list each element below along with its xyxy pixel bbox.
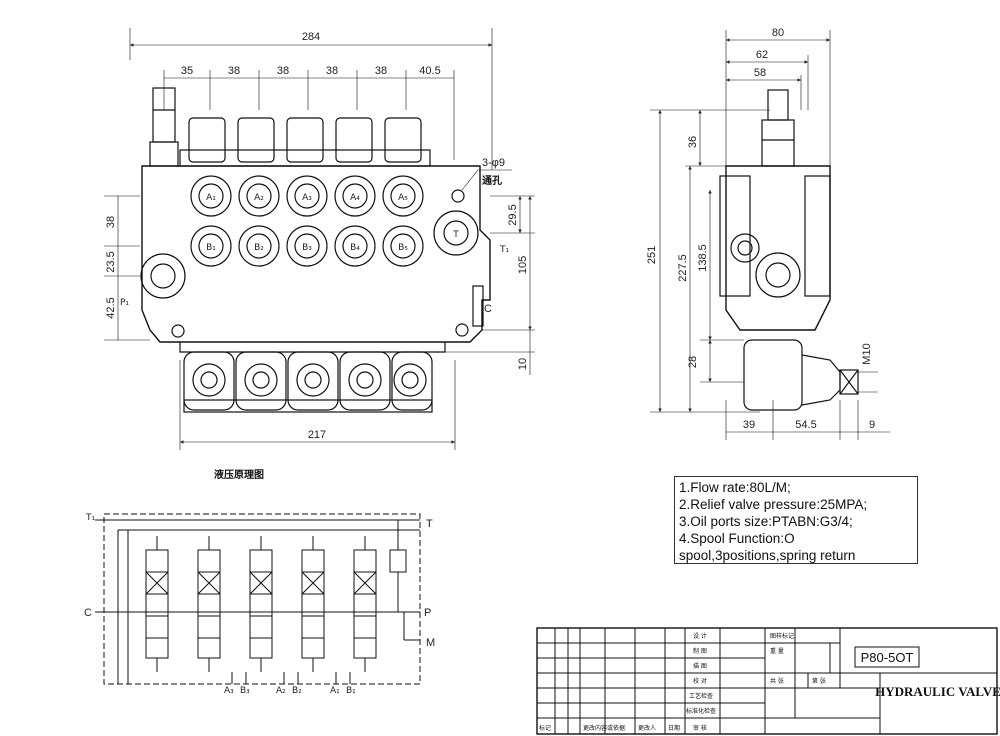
tb-check: 校 对 — [693, 677, 707, 685]
dim-right-1: 29.5 — [507, 204, 519, 225]
port-b2-label: B₂ — [254, 243, 264, 253]
tb-process: 工艺检查 — [689, 692, 713, 700]
schematic-m-label: M — [426, 637, 435, 649]
dim-left-2: 23.5 — [105, 251, 117, 272]
dim-side-39: 39 — [743, 419, 755, 431]
port-b5-label: B₅ — [398, 243, 408, 253]
schematic-title: 液压原理图 — [214, 468, 264, 481]
dim-side-138: 138.5 — [697, 244, 709, 272]
side-view — [650, 30, 890, 440]
tb-total-label: 共 张 — [770, 677, 784, 685]
port-b3-label: B₃ — [302, 243, 312, 253]
dim-side-m10: M10 — [861, 343, 873, 364]
dim-segment-2: 38 — [228, 65, 240, 77]
dim-side-62: 62 — [756, 49, 768, 61]
dim-segment-6: 40.5 — [419, 65, 440, 77]
tb-review: 审 核 — [693, 724, 707, 732]
schematic-a1-label: A₁ — [330, 686, 340, 696]
spec-line-5: spool,3positions,spring return — [679, 548, 856, 563]
dim-side-36: 36 — [687, 136, 699, 148]
tb-standard: 标准化检查 — [686, 707, 716, 715]
port-a1-label: A₁ — [206, 193, 216, 203]
dim-side-28: 28 — [687, 356, 699, 368]
tb-design: 设 计 — [693, 632, 707, 640]
dim-left-3: 42.5 — [105, 297, 117, 318]
dim-side-54: 54.5 — [795, 419, 816, 431]
tb-weight-label: 重 量 — [770, 647, 784, 655]
spec-line-3: 3.Oil ports size:PTABN:G3/4; — [679, 514, 853, 529]
dim-segment-3: 38 — [277, 65, 289, 77]
tb-sheet-label: 第 张 — [812, 677, 826, 685]
dim-side-80: 80 — [772, 27, 784, 39]
dim-side-251: 251 — [646, 246, 658, 264]
hydraulic-schematic — [95, 513, 421, 685]
port-c-label: C — [484, 303, 492, 315]
dim-right-3: 10 — [517, 358, 529, 370]
title-block-labels: 设 计 制 图 描 图 校 对 工艺检查 标准化检查 标记 更改内容或依据 更改… — [539, 632, 1000, 732]
schematic-b2-label: B₂ — [292, 686, 302, 696]
port-t1-label: T₁ — [499, 245, 509, 255]
dim-side-227: 227.5 — [677, 254, 689, 282]
port-a5-label: A₅ — [398, 193, 408, 203]
schematic-b1-label: B₁ — [346, 686, 356, 696]
schematic-a3-label: A₃ — [224, 686, 234, 696]
dim-segment-5: 38 — [375, 65, 387, 77]
schematic-p-label: P — [424, 607, 431, 619]
hole-note: 3-φ9 — [482, 157, 505, 169]
port-a3-label: A₃ — [302, 193, 312, 203]
dim-side-58: 58 — [754, 67, 766, 79]
tb-mark: 标记 — [539, 724, 551, 732]
schematic-c-label: C — [84, 607, 92, 619]
port-b4-label: B₄ — [350, 243, 360, 253]
tb-trace: 描 图 — [693, 662, 707, 670]
dim-segment-1: 35 — [181, 65, 193, 77]
tb-model: P80-5OT — [861, 650, 914, 665]
spec-line-2: 2.Relief valve pressure:25MPA; — [679, 497, 868, 512]
tb-name: HYDRAULIC VALVE — [875, 684, 1000, 699]
front-view-labels: 284 35 38 38 38 38 40.5 217 38 23.5 42.5… — [105, 31, 529, 441]
schematic-t1-label: T₁ — [85, 513, 95, 523]
port-t-label: T — [452, 230, 459, 240]
title-block — [536, 627, 998, 735]
dim-overall-width: 284 — [302, 31, 320, 43]
dim-bottom-width: 217 — [308, 429, 326, 441]
schematic-labels: 液压原理图 T₁ T C P M A₃ B₃ A₂ B₂ A₁ B₁ — [84, 468, 435, 696]
side-view-labels: 80 62 58 36 251 227.5 138.5 28 M10 39 54… — [646, 27, 875, 431]
spec-line-1: 1.Flow rate:80L/M; — [679, 480, 791, 495]
port-a2-label: A₂ — [254, 193, 264, 203]
tb-draw: 制 图 — [693, 647, 707, 655]
dim-side-9: 9 — [869, 419, 875, 431]
hole-note-cn: 通孔 — [482, 174, 502, 187]
tb-changer: 更改人 — [638, 724, 656, 732]
port-a4-label: A₄ — [350, 193, 360, 203]
tb-change-doc: 更改内容或依据 — [583, 724, 625, 732]
port-b1-label: B₁ — [206, 243, 216, 253]
port-p1-label: P₁ — [120, 298, 129, 308]
front-view — [104, 28, 535, 450]
spec-line-4: 4.Spool Function:O — [679, 531, 795, 546]
dim-segment-4: 38 — [326, 65, 338, 77]
schematic-a2-label: A₂ — [276, 686, 286, 696]
dim-left-1: 38 — [105, 216, 117, 228]
schematic-t-label: T — [426, 518, 433, 530]
schematic-b3-label: B₃ — [240, 686, 250, 696]
spec-notes: 1.Flow rate:80L/M; 2.Relief valve pressu… — [674, 476, 918, 564]
tb-code-label: 图样标记 — [770, 632, 794, 640]
dim-right-2: 105 — [517, 256, 529, 274]
tb-date: 日期 — [668, 724, 680, 732]
